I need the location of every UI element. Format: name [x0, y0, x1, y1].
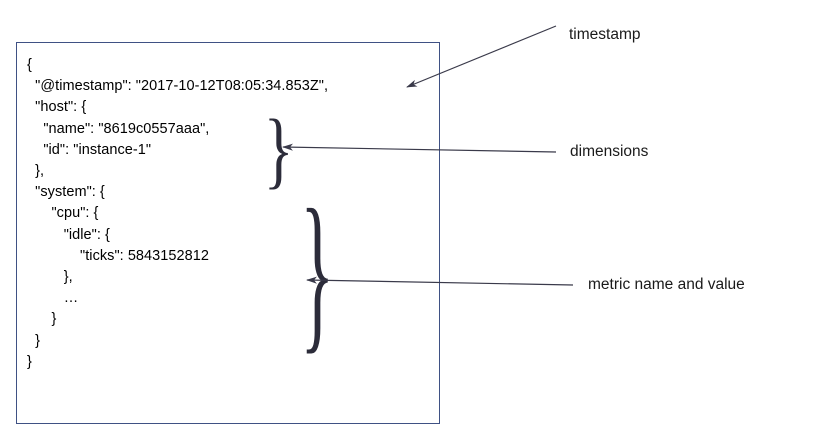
annotation-label-timestamp: timestamp: [569, 26, 641, 43]
brace-metric: }: [300, 174, 335, 369]
json-document-box: { "@timestamp": "2017-10-12T08:05:34.853…: [16, 42, 440, 424]
brace-dimensions: }: [263, 101, 294, 197]
annotation-label-metric: metric name and value: [588, 276, 745, 293]
annotation-label-dimensions: dimensions: [570, 143, 649, 160]
json-document-text: { "@timestamp": "2017-10-12T08:05:34.853…: [27, 57, 329, 370]
